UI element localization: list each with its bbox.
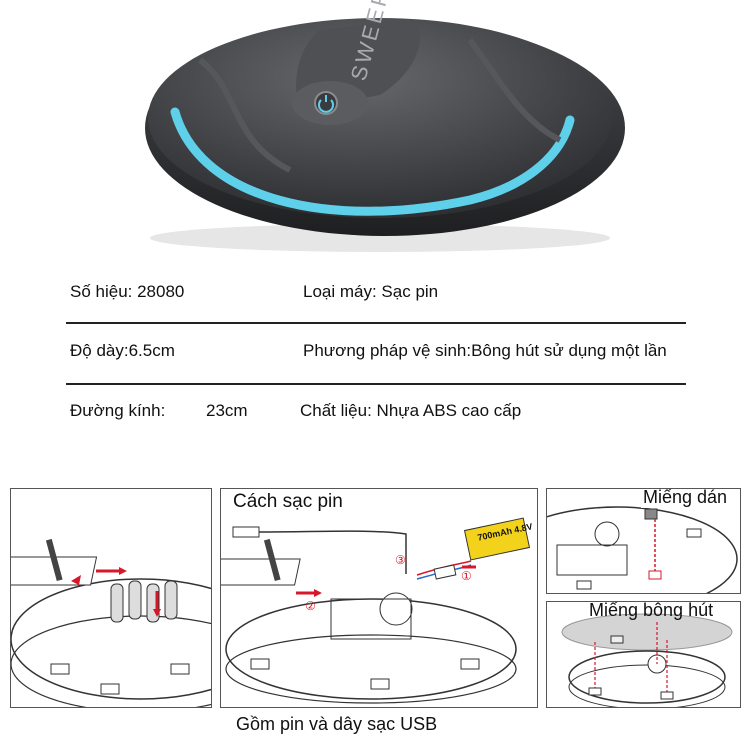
spec-cleaning-method: Phương pháp vệ sinh:Bông hút sử dụng một… bbox=[303, 341, 667, 360]
spec-material: Chất liệu: Nhựa ABS cao cấp bbox=[300, 401, 522, 420]
step-2-marker: ② bbox=[305, 599, 316, 613]
light-strip bbox=[170, 107, 575, 216]
spec-machine-type: Loại máy: Sạc pin bbox=[303, 282, 439, 301]
sticker-diagram: Miếng dán bbox=[546, 488, 741, 594]
sticker-icon bbox=[644, 508, 658, 520]
cotton-pad-label: Miếng bông hút bbox=[589, 601, 714, 620]
divider bbox=[66, 322, 686, 324]
spec-diameter-label: Đường kính: bbox=[70, 401, 166, 420]
step-3-marker: ③ bbox=[395, 553, 406, 567]
step-1-marker: ① bbox=[461, 569, 472, 583]
charging-title: Cách sạc pin bbox=[231, 491, 345, 513]
bottom-caption: Gồm pin và dây sạc USB bbox=[236, 714, 438, 734]
robot-vacuum-image: SWEEP bbox=[145, 0, 625, 252]
sticker-label: Miếng dán bbox=[641, 488, 730, 508]
spec-diameter-value: 23cm bbox=[206, 401, 248, 420]
battery-install-diagram bbox=[10, 488, 212, 708]
charging-diagram: Cách sạc pin 700mAh 4.8V ① ② ③ bbox=[220, 488, 538, 708]
battery-pack-icon bbox=[463, 517, 531, 561]
cotton-pad-diagram: Miếng bông hút bbox=[546, 601, 741, 708]
spec-model: Số hiệu: 28080 bbox=[70, 282, 185, 301]
cotton-pad-icon bbox=[561, 613, 733, 651]
usb-plug-icon bbox=[232, 526, 260, 538]
divider bbox=[66, 383, 686, 385]
spec-thickness: Độ dày:6.5cm bbox=[70, 341, 175, 360]
